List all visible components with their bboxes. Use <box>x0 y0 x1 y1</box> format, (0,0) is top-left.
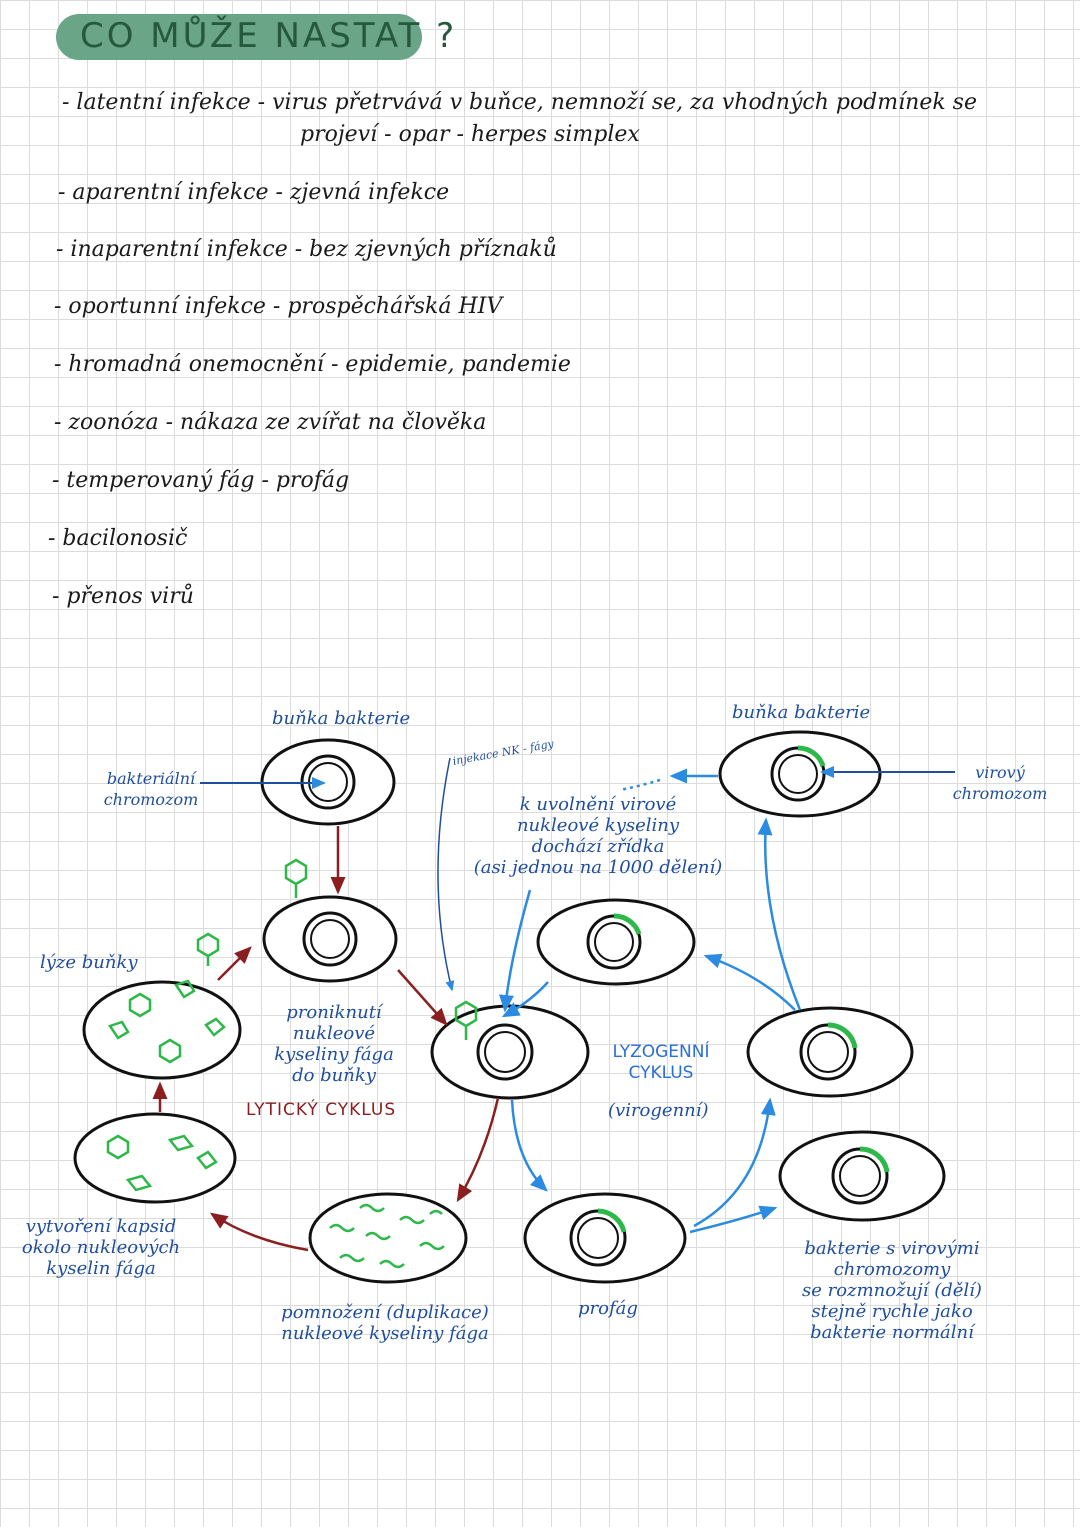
replication-line: nukleové kyseliny fága <box>281 1323 489 1344</box>
lysogenic-cell <box>746 1006 914 1098</box>
capsid-line: kyselin fága <box>46 1258 156 1279</box>
penetration-line: do buňky <box>292 1065 376 1086</box>
list-item: - inaparentní infekce - bez zjevných pří… <box>56 237 557 262</box>
lysogenic-cell <box>718 730 882 818</box>
diagram-svg <box>73 730 955 1284</box>
title-highlight <box>56 14 422 60</box>
lysing-cell <box>82 932 242 1080</box>
label-virogenic: (virogenní) <box>608 1100 709 1121</box>
phage-icon <box>284 858 308 898</box>
lysogenic-title-line: CYKLUS <box>628 1063 694 1083</box>
list-item: - přenos virů <box>52 584 194 609</box>
label-cell-top-right: buňka bakterie <box>732 702 871 723</box>
lysogenic-cell <box>536 898 696 986</box>
bacterium-cell <box>260 738 396 826</box>
lysogenic-arrows <box>499 768 802 1234</box>
penetration-line: proniknutí <box>286 1002 382 1023</box>
page-title: CO MŮŽE NASTAT ? <box>80 16 458 56</box>
label-cell-top-left: buňka bakterie <box>272 708 411 729</box>
label-lytic-cycle: LYTICKÝ CYKLUS <box>246 1100 397 1120</box>
capsid-line: okolo nukleových <box>21 1237 181 1258</box>
bacteria-viral-line: se rozmnožují (dělí) <box>802 1280 982 1301</box>
label-viral-chromosome: virový chromozom <box>952 763 1048 803</box>
release-note: k uvolnění virové nukleové kyseliny doch… <box>468 794 728 878</box>
capsid-line: vytvoření kapsid <box>25 1216 177 1237</box>
bacterium-cell <box>430 1004 590 1100</box>
injection-arrow <box>437 757 455 992</box>
list-item: - zoonóza - nákaza ze zvířat na člověka <box>54 410 487 435</box>
prophage-cell <box>523 1192 687 1284</box>
replication-note: pomnožení (duplikace) nukleové kyseliny … <box>270 1302 500 1344</box>
list-item: - oportunní infekce - prospěchářská HIV <box>54 294 503 319</box>
list-item: - hromadná onemocnění - epidemie, pandem… <box>54 352 571 377</box>
bacteria-viral-line: bakterie normální <box>810 1322 974 1343</box>
bacterium-cell <box>262 895 398 983</box>
capsid-formation-cell <box>73 1112 237 1204</box>
list-item: - temperovaný fág - profág <box>52 468 350 493</box>
phage-icon <box>454 1000 478 1040</box>
label-bacterial-chromosome: bakteriální chromozom <box>103 769 199 809</box>
label-prophage: profág <box>578 1298 638 1319</box>
lysogenic-cell <box>778 1130 946 1222</box>
list-item: - latentní infekce - virus přetrvává v b… <box>62 90 977 115</box>
release-note-line: k uvolnění virové <box>519 794 677 815</box>
release-note-line: dochází zřídka <box>531 836 665 857</box>
bacteria-viral-line: stejně rychle jako <box>811 1301 973 1322</box>
list-item: - aparentní infekce - zjevná infekce <box>58 180 450 205</box>
release-note-line: (asi jednou na 1000 dělení) <box>473 857 723 878</box>
list-item-continuation: projeví - opar - herpes simplex <box>300 122 640 147</box>
phage-cycle-diagram: buňka bakterie buňka bakterie bakteriáln… <box>0 680 1080 1400</box>
capsid-note: vytvoření kapsid okolo nukleových kyseli… <box>16 1216 186 1279</box>
penetration-note: proniknutí nukleové kyseliny fága do buň… <box>274 1002 394 1086</box>
label-lysis: lýze buňky <box>40 952 138 973</box>
replication-line: pomnožení (duplikace) <box>281 1302 489 1323</box>
bacteria-viral-note: bakterie s virovými chromozomy se rozmno… <box>782 1238 1002 1343</box>
penetration-line: nukleové <box>292 1023 376 1044</box>
list-item: - bacilonosič <box>48 526 188 551</box>
lytic-arrows <box>152 826 500 1252</box>
bacteria-viral-line: bakterie s virovými <box>804 1238 980 1259</box>
lysogenic-title-line: LYZOGENNÍ <box>612 1042 710 1062</box>
release-note-line: nukleové kyseliny <box>516 815 680 836</box>
lysogenic-cycle-title: LYZOGENNÍ CYKLUS <box>606 1042 716 1084</box>
penetration-line: kyseliny fága <box>274 1044 394 1065</box>
replication-cell <box>308 1192 468 1284</box>
bacteria-viral-line: chromozomy <box>833 1259 951 1280</box>
